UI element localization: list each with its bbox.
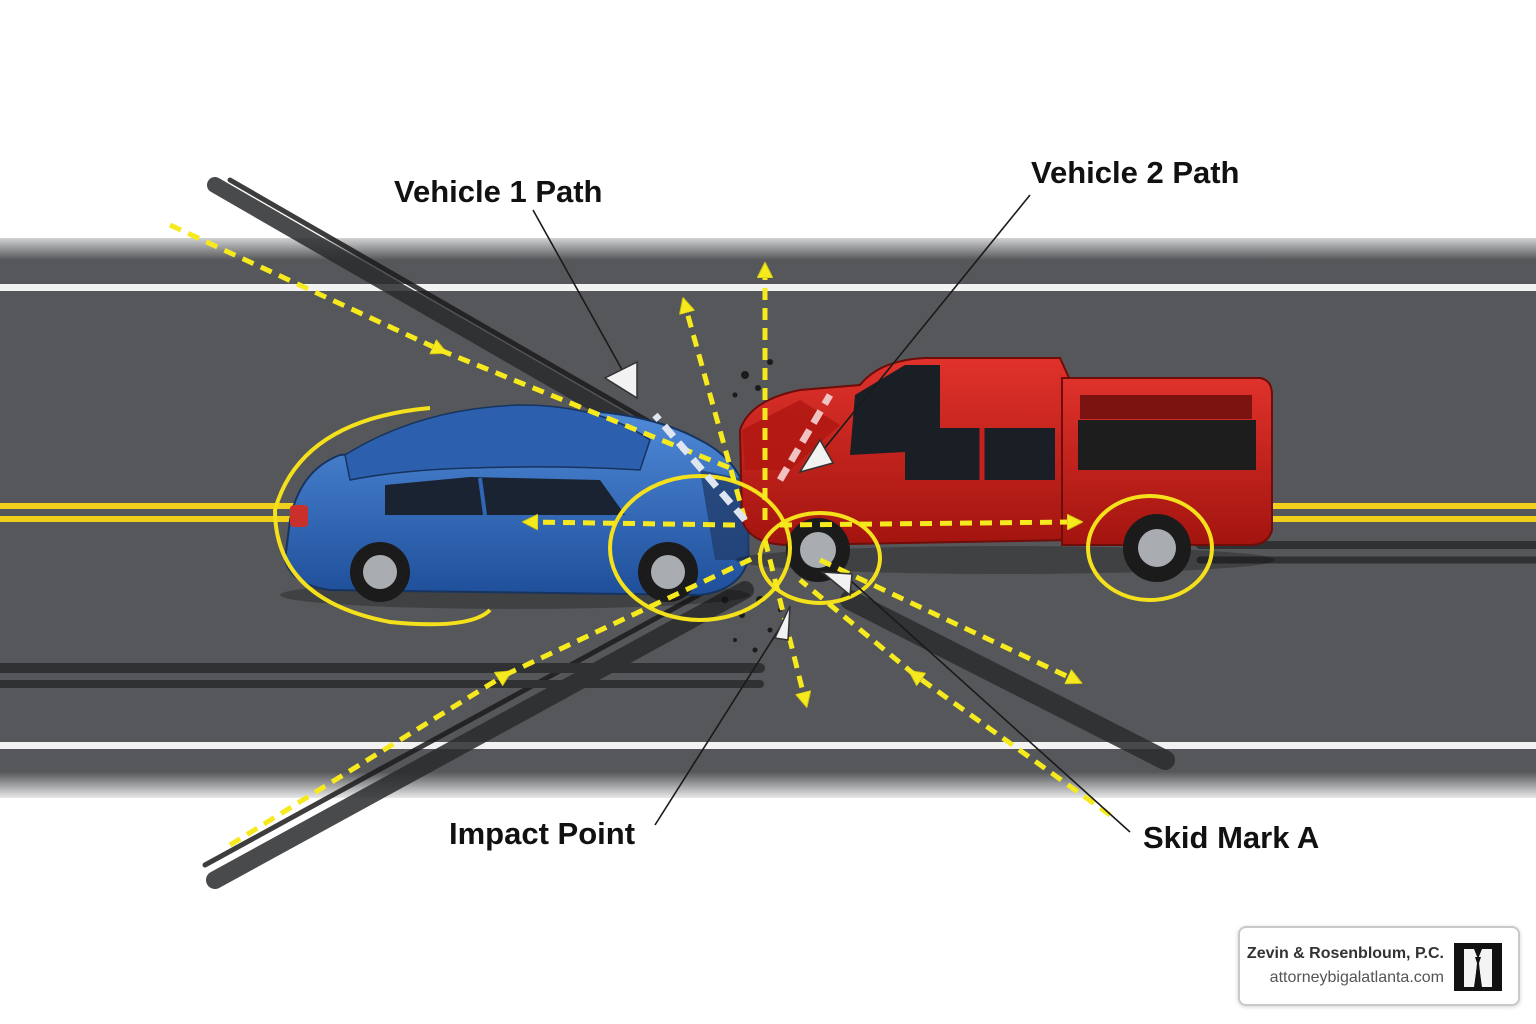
vehicle-1-windows [385, 477, 625, 515]
vehicle-2-deflection [776, 393, 834, 482]
suit-tie-icon [1454, 943, 1502, 991]
skid-mark-diagonal-lower [206, 581, 754, 889]
right-arrow [779, 522, 1075, 525]
impact-leader [654, 614, 789, 826]
skid-mark-leader [849, 579, 1131, 833]
vehicle-1-deflection [652, 412, 748, 523]
highlight-circles [272, 406, 1214, 627]
impact-point-label: Impact Point [449, 816, 636, 851]
impact-highlight [758, 511, 882, 605]
left-arrow [530, 522, 736, 525]
vehicle-1-rear-highlight [272, 406, 492, 627]
lane-line-bottom [0, 742, 1536, 749]
vehicle-2-pickup [735, 357, 1275, 582]
firm-website: attorneybigalatlanta.com [1269, 969, 1444, 986]
vehicle-1-roof [344, 404, 651, 481]
up-left-arrow [685, 305, 748, 521]
skid-mark-a-arrow [915, 675, 1112, 818]
road-fade-bottom [0, 772, 1536, 802]
vehicle-1-pointer [603, 360, 638, 400]
deflection-arrows [652, 393, 834, 523]
vehicle-2-rear-highlight [1086, 494, 1214, 602]
lower-left-arrow [228, 675, 505, 848]
vehicle-1-approach-arrow [168, 222, 440, 350]
skid-mark-diagonal-upper-2 [227, 177, 658, 428]
road-fade-top [0, 230, 1536, 260]
callout-lines [532, 194, 1131, 833]
lane-line-top [0, 284, 1536, 291]
vehicle-2-bed-liner [1078, 420, 1256, 470]
vehicle-1-sedan [280, 404, 750, 609]
lower-left-continuation [503, 552, 762, 678]
skid-direction-arrow [818, 557, 1075, 680]
impact-pointer [773, 605, 791, 641]
callout-pointers [603, 360, 853, 641]
skid-mark-diagonal-lower-2 [202, 572, 738, 868]
firm-name: Zevin & Rosenbloum, P.C. [1246, 945, 1444, 962]
vehicle-1-leader [532, 209, 626, 376]
vehicle-2-pointer [798, 438, 835, 474]
vehicle-2-path-label: Vehicle 2 Path [1031, 155, 1240, 190]
vehicle-1-path-label: Vehicle 1 Path [394, 174, 603, 209]
skid-mark-a-label: Skid Mark A [1143, 820, 1320, 855]
vehicle-2-leader [814, 194, 1031, 461]
skid-mark-a-continuation [798, 578, 917, 677]
brand-card: Zevin & Rosenbloum, P.C. attorneybigalat… [1238, 926, 1520, 1006]
skid-mark-diagonal-upper [207, 177, 648, 438]
skid-mark-pointer [819, 571, 853, 597]
vehicle-1-front-highlight [608, 474, 792, 622]
